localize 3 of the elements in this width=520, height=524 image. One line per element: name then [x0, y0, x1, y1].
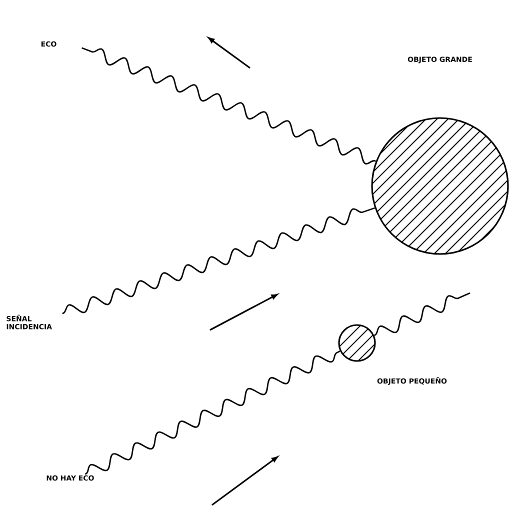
- wave-line: [82, 47, 376, 164]
- wave-line: [374, 292, 470, 336]
- wave-line: [84, 350, 340, 475]
